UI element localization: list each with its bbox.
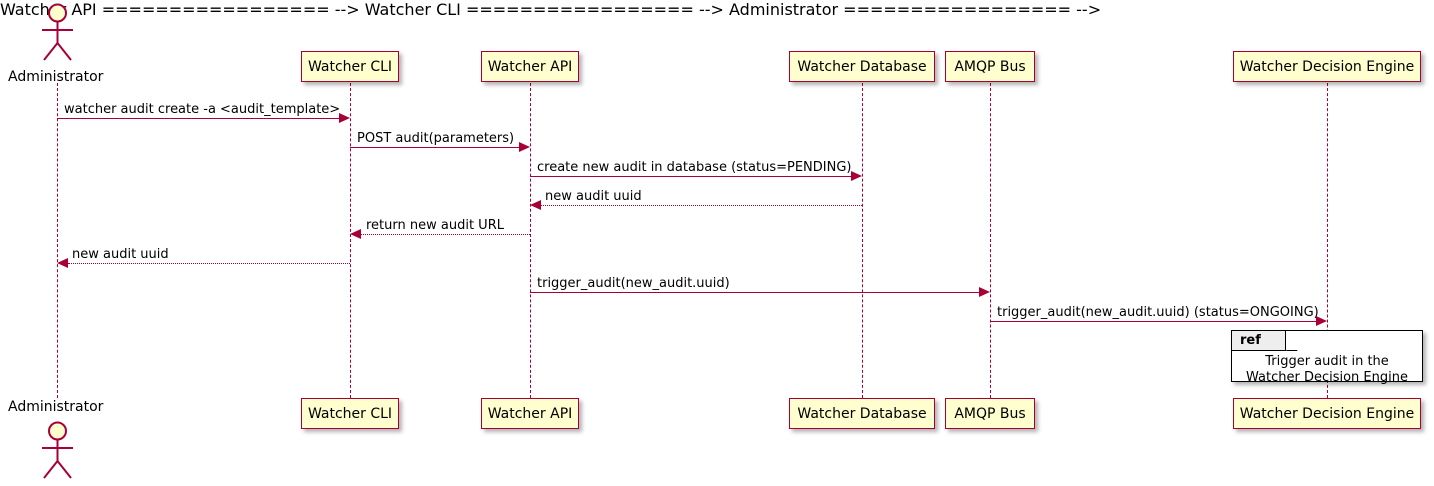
participant-label-watcher-cli-top: Watcher CLI bbox=[307, 58, 393, 75]
message-line-1 bbox=[57, 118, 339, 119]
message-line-2 bbox=[350, 147, 519, 148]
message-label-2: POST audit(parameters) bbox=[357, 131, 515, 146]
ref-fragment-line-1: Trigger audit in the bbox=[1265, 354, 1389, 369]
message-line-5 bbox=[361, 234, 530, 235]
participant-box-amqp-bus-bottom[interactable]: AMQP Bus bbox=[945, 398, 1035, 429]
participant-label-amqp-bus-bottom: AMQP Bus bbox=[954, 405, 1026, 422]
ref-fragment: ref Trigger audit in the Watcher Decisio… bbox=[1231, 330, 1423, 385]
ref-fragment-tab-label: ref bbox=[1240, 333, 1261, 348]
participant-box-watcher-api-top[interactable]: Watcher API bbox=[481, 51, 579, 82]
participant-label-watcher-decision-engine-top: Watcher Decision Engine bbox=[1239, 58, 1415, 75]
actor-label-administrator-bottom: Administrator bbox=[8, 399, 104, 415]
lifeline-watcher-database bbox=[862, 83, 863, 398]
participant-label-watcher-database-top: Watcher Database bbox=[797, 58, 927, 75]
ref-fragment-tab-notch bbox=[1286, 331, 1308, 351]
message-arrowhead-2 bbox=[519, 142, 530, 152]
participant-label-watcher-decision-engine-bottom: Watcher Decision Engine bbox=[1239, 405, 1415, 422]
ref-fragment-line-2: Watcher Decision Engine bbox=[1246, 370, 1408, 385]
participant-box-watcher-decision-engine-top[interactable]: Watcher Decision Engine bbox=[1233, 51, 1421, 82]
actor-label-administrator-top: Administrator bbox=[8, 69, 104, 85]
participant-box-watcher-cli-bottom[interactable]: Watcher CLI bbox=[301, 398, 399, 429]
message-arrowhead-1 bbox=[339, 113, 350, 123]
message-line-3 bbox=[530, 176, 851, 177]
participant-label-watcher-api-bottom: Watcher API bbox=[487, 405, 573, 422]
participant-box-watcher-database-bottom[interactable]: Watcher Database bbox=[789, 398, 935, 429]
message-arrowhead-7 bbox=[979, 287, 990, 297]
lifeline-administrator bbox=[57, 83, 58, 398]
ref-fragment-tab: ref bbox=[1232, 331, 1286, 351]
lifeline-watcher-cli bbox=[350, 83, 351, 398]
participant-label-watcher-database-bottom: Watcher Database bbox=[797, 405, 927, 422]
actor-administrator-bottom bbox=[42, 421, 73, 479]
message-label-5: return new audit URL bbox=[366, 218, 504, 233]
participant-box-watcher-database-top[interactable]: Watcher Database bbox=[789, 51, 935, 82]
lifeline-amqp-bus bbox=[990, 83, 991, 398]
message-label-4: new audit uuid bbox=[545, 189, 642, 204]
ref-fragment-body: Trigger audit in the Watcher Decision En… bbox=[1232, 351, 1422, 386]
message-label-6: new audit uuid bbox=[72, 247, 169, 262]
message-label-3: create new audit in database (status=PEN… bbox=[537, 160, 852, 175]
message-label-8: trigger_audit(new_audit.uuid) (status=ON… bbox=[997, 305, 1319, 320]
message-label-1: watcher audit create -a <audit_template> bbox=[64, 102, 341, 117]
lifeline-watcher-api bbox=[530, 83, 531, 398]
participant-box-watcher-cli-top[interactable]: Watcher CLI bbox=[301, 51, 399, 82]
message-line-4 bbox=[541, 205, 862, 206]
participant-label-watcher-cli-bottom: Watcher CLI bbox=[307, 405, 393, 422]
message-arrowhead-5 bbox=[350, 229, 361, 239]
participant-label-amqp-bus-top: AMQP Bus bbox=[954, 58, 1026, 75]
message-arrowhead-8 bbox=[1316, 316, 1327, 326]
message-line-7 bbox=[530, 292, 979, 293]
actor-administrator-top bbox=[42, 3, 73, 61]
message-arrowhead-6 bbox=[57, 258, 68, 268]
message-arrowhead-3 bbox=[851, 171, 862, 181]
message-arrowhead-4 bbox=[530, 200, 541, 210]
participant-label-watcher-api-top: Watcher API bbox=[487, 58, 573, 75]
message-label-7: trigger_audit(new_audit.uuid) bbox=[537, 276, 730, 291]
participant-box-watcher-decision-engine-bottom[interactable]: Watcher Decision Engine bbox=[1233, 398, 1421, 429]
message-line-8 bbox=[990, 321, 1316, 322]
participant-box-amqp-bus-top[interactable]: AMQP Bus bbox=[945, 51, 1035, 82]
message-line-6 bbox=[68, 263, 350, 264]
participant-box-watcher-api-bottom[interactable]: Watcher API bbox=[481, 398, 579, 429]
lifeline-watcher-decision-engine bbox=[1327, 83, 1328, 398]
